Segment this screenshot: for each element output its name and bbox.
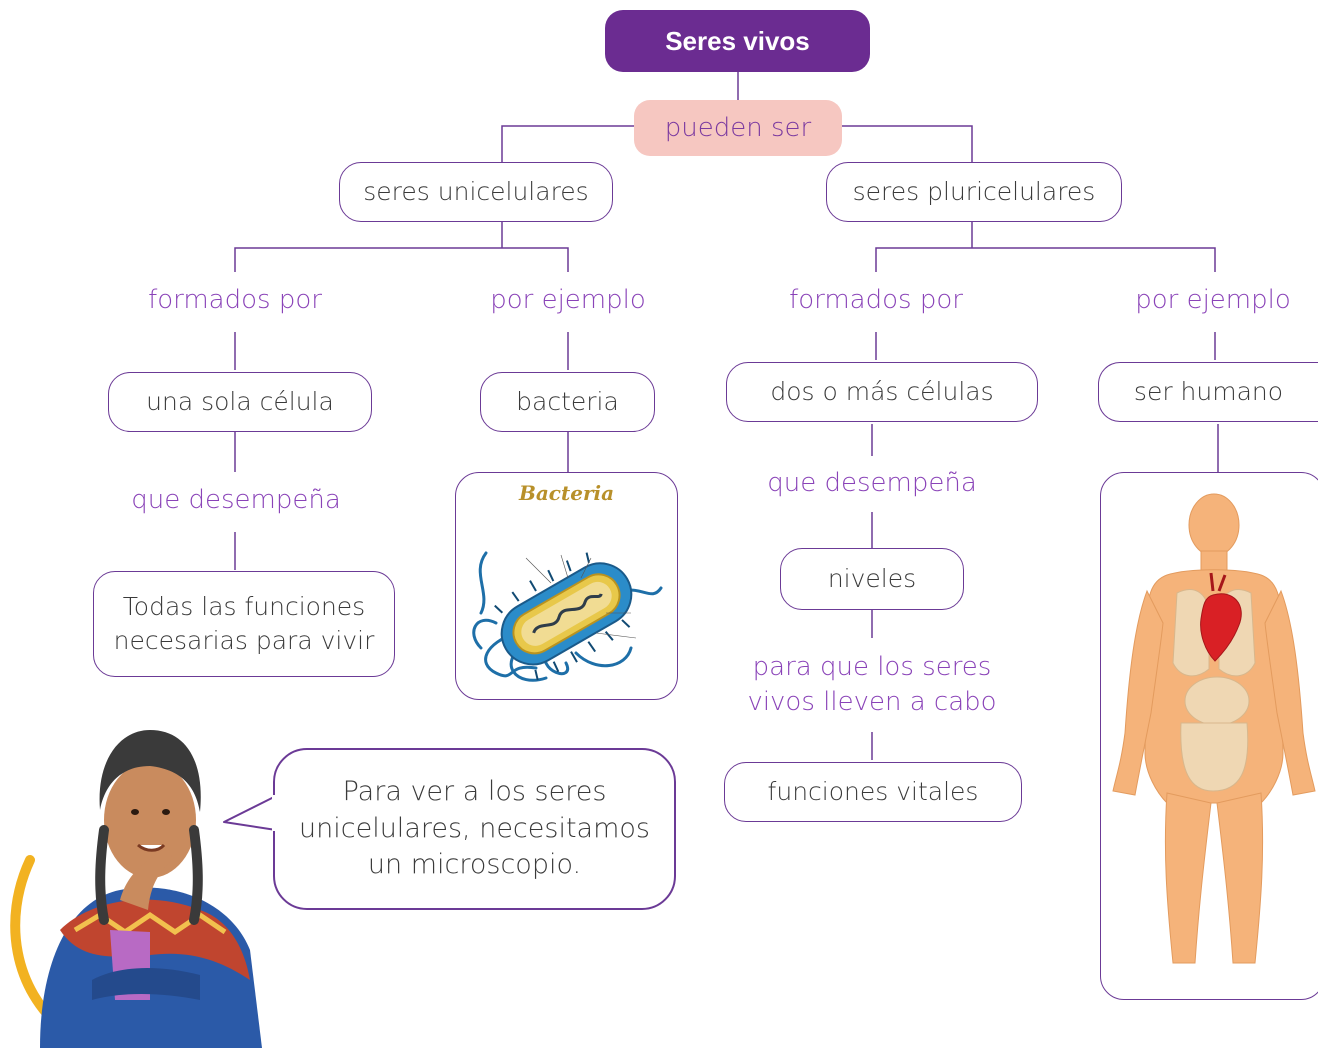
una-sola-celula-node: una sola célula (108, 372, 372, 432)
una-sola-celula-label: una sola célula (146, 387, 334, 417)
dos-o-mas-celulas-label: dos o más células (770, 377, 994, 407)
para-que-line-1: para que los seres (752, 652, 992, 682)
ser-humano-label: ser humano (1133, 377, 1284, 407)
pluri-que-desempena: que desempeña (767, 468, 977, 498)
unicelulares-node: seres unicelulares (339, 162, 613, 222)
funciones-line-1: Todas las funciones (122, 592, 366, 622)
speech-line-1: Para ver a los seres (342, 776, 607, 808)
bacteria-label: bacteria (516, 387, 619, 417)
pueden-ser-text: pueden ser (664, 113, 812, 143)
niveles-node: niveles (780, 548, 964, 610)
title-text: Seres vivos (665, 25, 810, 56)
unicelulares-label: seres unicelulares (363, 177, 589, 207)
bacteria-node: bacteria (480, 372, 655, 432)
niveles-label: niveles (827, 564, 917, 594)
title-node: Seres vivos (605, 10, 870, 72)
funciones-vitales-node: funciones vitales (724, 762, 1022, 822)
uni-que-desempena: que desempeña (131, 485, 341, 515)
para-que-line-2: vivos lleven a cabo (747, 687, 997, 718)
funciones-line-2: necesarias para vivir (113, 626, 375, 655)
ser-humano-node: ser humano (1098, 362, 1318, 422)
pluri-formados-por: formados por (789, 285, 963, 315)
speech-bubble: Para ver a los seres unicelulares, neces… (273, 748, 676, 910)
woman-character-illustration (10, 730, 262, 1048)
speech-bubble-tail (223, 795, 277, 831)
uni-por-ejemplo: por ejemplo (490, 285, 646, 315)
uni-formados-por: formados por (148, 285, 322, 315)
pluricelulares-label: seres pluricelulares (852, 177, 1096, 207)
dos-o-mas-celulas-node: dos o más células (726, 362, 1038, 422)
bacteria-caption: Bacteria (518, 481, 615, 505)
todas-funciones-node: Todas las funciones necesarias para vivi… (93, 571, 395, 677)
bacteria-illustration (472, 551, 663, 682)
pluri-por-ejemplo: por ejemplo (1135, 285, 1291, 315)
speech-line-2: unicelulares, necesitamos (299, 812, 650, 844)
speech-line-3: un microscopio. (367, 849, 582, 881)
para-que-los-seres: para que los seres vivos lleven a cabo (722, 650, 1022, 720)
pueden-ser-link: pueden ser (634, 100, 842, 156)
human-body-image-box (1100, 472, 1318, 1000)
pluricelulares-node: seres pluricelulares (826, 162, 1122, 222)
speech-bubble-tail-cover (272, 795, 278, 831)
funciones-vitales-label: funciones vitales (767, 777, 979, 807)
human-body-illustration (1112, 493, 1316, 964)
bacteria-image-box: Bacteria (455, 472, 678, 700)
